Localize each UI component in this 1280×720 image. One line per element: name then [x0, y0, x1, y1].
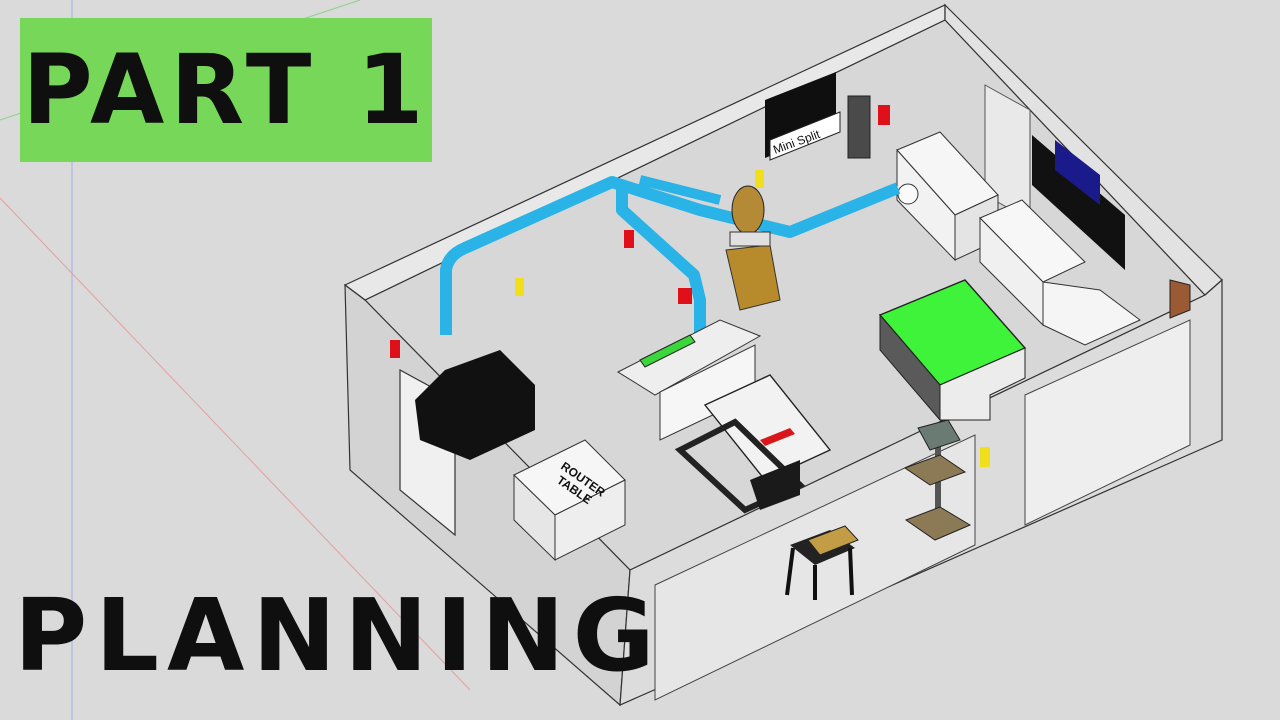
- bandsaw-base: [725, 244, 781, 311]
- wall-outlet-icon: [390, 105, 890, 358]
- table-saw-top: [703, 374, 832, 481]
- side-garage-door: [1024, 319, 1191, 526]
- wall-cabinet: [1169, 279, 1191, 319]
- dust-pipe-drop: [638, 175, 722, 205]
- bandsaw-wheel: [731, 185, 765, 235]
- grinder-stand-leg: [785, 547, 795, 596]
- grinder-stand-leg: [848, 547, 854, 596]
- jointer-fence: [639, 334, 696, 368]
- bandsaw-table: [729, 231, 771, 247]
- miter-saw: [415, 350, 535, 460]
- drill-press-table: [903, 454, 967, 486]
- router-table-side: [554, 479, 626, 561]
- dust-pipe-main: [440, 176, 901, 335]
- table-saw-blade-guard: [760, 428, 795, 446]
- title-text: PART 1: [22, 34, 430, 146]
- dust-collector-port: [897, 183, 919, 205]
- bench-grinder: [807, 525, 859, 556]
- drill-press-head: [917, 419, 961, 451]
- cabinet-lower: [1042, 281, 1141, 346]
- wall-tv-screen: [1055, 140, 1100, 205]
- electrical-panel: [847, 95, 871, 159]
- dust-pipe-branch: [616, 188, 706, 358]
- table-saw-cabinet: [750, 460, 800, 510]
- outfeed-table-side: [939, 347, 1026, 421]
- wall-outlet-icon: [515, 170, 990, 467]
- title-banner: PART 1: [20, 18, 432, 162]
- subtitle-text: PLANNING: [14, 577, 663, 694]
- drill-press-base: [904, 506, 972, 541]
- mini-split-label-plate: [769, 111, 841, 161]
- axis-line-red: [0, 197, 471, 691]
